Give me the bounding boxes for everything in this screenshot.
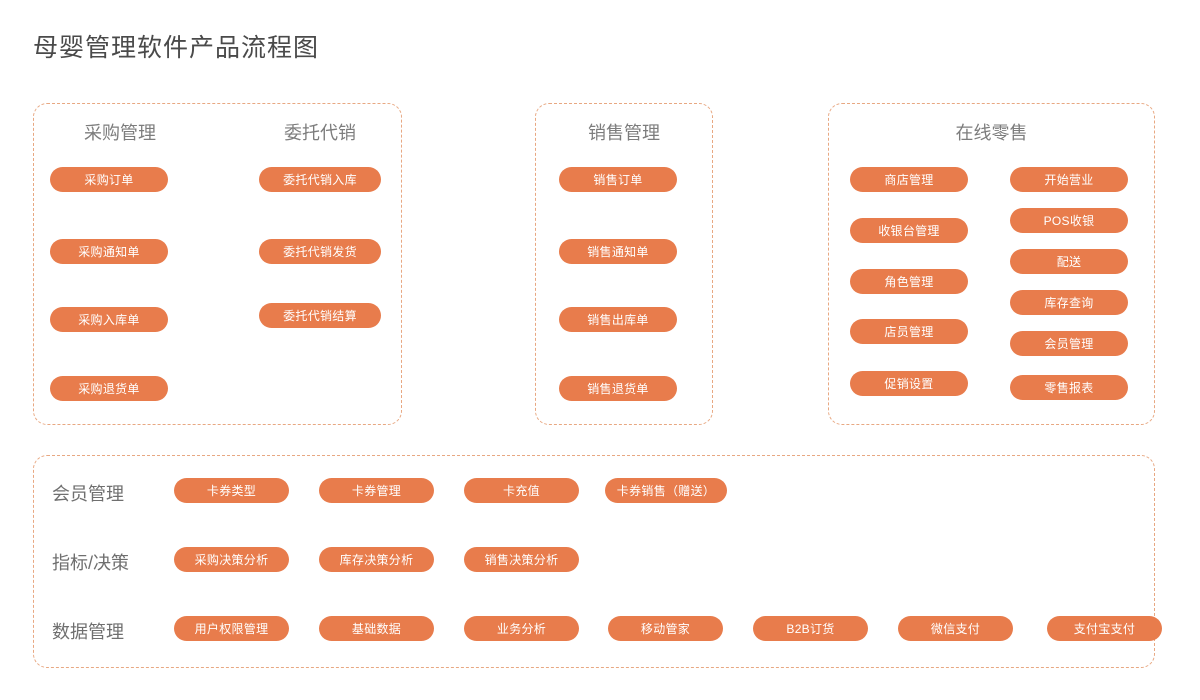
panel-title-online-retail: 在线零售 [955,123,1028,143]
pill-clerk-management[interactable]: 店员管理 [850,319,968,344]
pill-user-permission-management[interactable]: 用户权限管理 [174,616,289,641]
pill-purchase-decision-analysis[interactable]: 采购决策分析 [174,547,289,572]
pill-retail-report[interactable]: 零售报表 [1010,375,1128,400]
row-label-data-management: 数据管理 [52,622,124,642]
pill-promotion-settings[interactable]: 促销设置 [850,371,968,396]
pill-sales-notice[interactable]: 销售通知单 [559,239,677,264]
page-title: 母婴管理软件产品流程图 [33,34,320,62]
purchase-consignment-panel [33,103,402,425]
pill-card-management[interactable]: 卡券管理 [319,478,434,503]
pill-sales-outbound[interactable]: 销售出库单 [559,307,677,332]
sales-panel [535,103,713,425]
pill-mobile-steward[interactable]: 移动管家 [608,616,723,641]
pill-alipay-pay[interactable]: 支付宝支付 [1047,616,1162,641]
pill-consignment-shipment[interactable]: 委托代销发货 [259,239,381,264]
pill-delivery[interactable]: 配送 [1010,249,1128,274]
pill-consignment-settlement[interactable]: 委托代销结算 [259,303,381,328]
pill-start-business[interactable]: 开始营业 [1010,167,1128,192]
pill-sales-decision-analysis[interactable]: 销售决策分析 [464,547,579,572]
pill-card-type[interactable]: 卡券类型 [174,478,289,503]
pill-cashier-management[interactable]: 收银台管理 [850,218,968,243]
pill-member-management-retail[interactable]: 会员管理 [1010,331,1128,356]
pill-pos-checkout[interactable]: POS收银 [1010,208,1128,233]
pill-b2b-ordering[interactable]: B2B订货 [753,616,868,641]
row-label-member-management: 会员管理 [52,484,124,504]
pill-card-recharge[interactable]: 卡充值 [464,478,579,503]
pill-sales-order[interactable]: 销售订单 [559,167,677,192]
panel-title-consignment: 委托代销 [284,123,356,143]
pill-wechat-pay[interactable]: 微信支付 [898,616,1013,641]
pill-consignment-inbound[interactable]: 委托代销入库 [259,167,381,192]
pill-purchase-notice[interactable]: 采购通知单 [50,239,168,264]
pill-purchase-inbound[interactable]: 采购入库单 [50,307,168,332]
pill-purchase-order[interactable]: 采购订单 [50,167,168,192]
pill-card-sale-gift[interactable]: 卡券销售（赠送） [605,478,727,503]
pill-sales-return[interactable]: 销售退货单 [559,376,677,401]
pill-role-management[interactable]: 角色管理 [850,269,968,294]
row-label-metrics-decision: 指标/决策 [52,553,130,573]
panel-title-sales: 销售管理 [588,123,660,143]
pill-store-management[interactable]: 商店管理 [850,167,968,192]
panel-title-purchase: 采购管理 [84,123,156,143]
pill-basic-data[interactable]: 基础数据 [319,616,434,641]
pill-inventory-query[interactable]: 库存查询 [1010,290,1128,315]
pill-purchase-return[interactable]: 采购退货单 [50,376,168,401]
pill-business-analysis[interactable]: 业务分析 [464,616,579,641]
pill-inventory-decision-analysis[interactable]: 库存决策分析 [319,547,434,572]
